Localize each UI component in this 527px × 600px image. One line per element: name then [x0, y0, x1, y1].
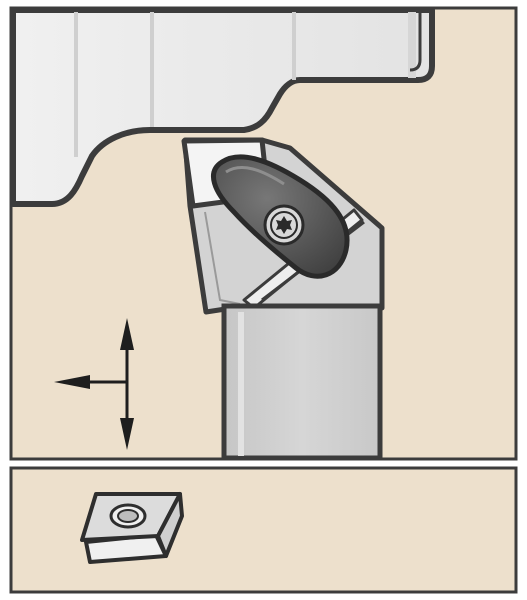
workpiece-band-1 — [74, 12, 78, 157]
holder-shaft — [221, 303, 383, 461]
torx-screw-icon — [263, 204, 305, 246]
tool-holder — [181, 137, 385, 461]
arrow-down-head — [120, 418, 134, 450]
arrow-up-head — [120, 318, 134, 350]
holder-shaft-highlight — [238, 312, 244, 456]
workpiece-body — [10, 7, 435, 207]
arrow-left-head — [54, 375, 90, 389]
main-panel — [9, 6, 518, 461]
feed-arrows-icon — [54, 318, 134, 450]
insert-hole-inner — [117, 509, 139, 523]
insert-detail-panel — [9, 466, 518, 594]
workpiece — [10, 7, 435, 207]
screw-torx — [276, 216, 292, 234]
square-insert-icon — [80, 492, 184, 564]
screw-ring — [270, 211, 298, 239]
clamp-highlight — [225, 166, 285, 186]
workpiece-band-3 — [292, 12, 296, 80]
insert-right-face — [156, 492, 184, 558]
workpiece-band-4 — [408, 12, 416, 78]
holder-pocket-line — [204, 211, 241, 305]
workpiece-right-edge — [409, 12, 422, 72]
workpiece-band-2 — [150, 12, 154, 127]
